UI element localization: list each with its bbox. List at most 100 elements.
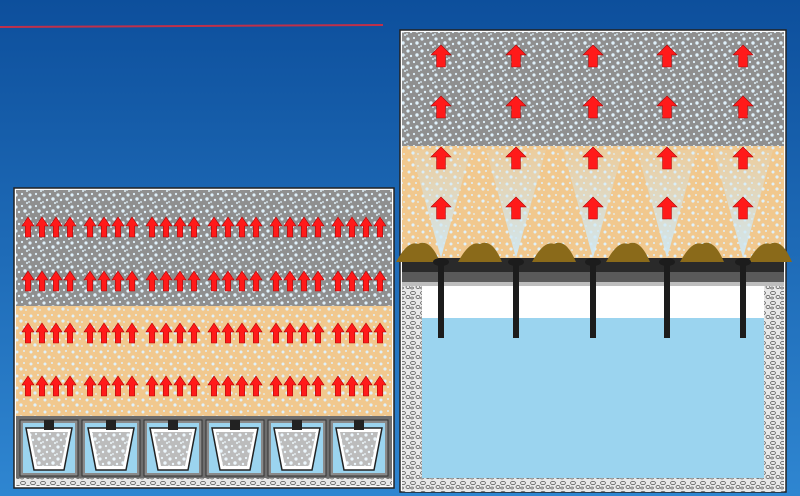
up-arrow-icon — [35, 322, 49, 344]
underdrain-funnel-fill — [154, 432, 192, 466]
top-rule-line — [0, 24, 384, 28]
nozzle-head — [735, 258, 751, 266]
up-arrow-icon — [331, 375, 345, 397]
up-arrow-icon — [111, 322, 125, 344]
up-arrow-icon — [63, 375, 77, 397]
up-arrow-icon — [187, 322, 201, 344]
up-arrow-icon — [311, 322, 325, 344]
up-arrow-icon — [111, 270, 125, 292]
up-arrow-icon — [125, 322, 139, 344]
up-arrow-icon — [125, 375, 139, 397]
up-arrow-icon — [145, 216, 159, 238]
up-arrow-icon — [97, 322, 111, 344]
right-floor — [402, 478, 784, 492]
underdrain-funnel-fill — [92, 432, 130, 466]
right-water-chamber — [422, 318, 764, 478]
left-sand-layer — [16, 306, 392, 416]
up-arrow-icon — [505, 196, 527, 220]
nozzle-stem — [740, 262, 746, 338]
up-arrow-icon — [221, 216, 235, 238]
up-arrow-icon — [345, 322, 359, 344]
up-arrow-icon — [373, 270, 387, 292]
up-arrow-icon — [49, 270, 63, 292]
up-arrow-icon — [311, 270, 325, 292]
nozzle-head — [433, 258, 449, 266]
right-arrow-group — [430, 44, 754, 220]
up-arrow-icon — [359, 270, 373, 292]
up-arrow-icon — [249, 270, 263, 292]
nozzle-head — [659, 258, 675, 266]
up-arrow-icon — [145, 270, 159, 292]
up-arrow-icon — [249, 216, 263, 238]
nozzle-head — [585, 258, 601, 266]
left-base-gravel — [16, 478, 392, 486]
up-arrow-icon — [656, 95, 678, 119]
underdrain-collar — [106, 420, 116, 430]
up-arrow-icon — [83, 322, 97, 344]
gravel-mound — [606, 242, 650, 262]
nozzle-stem — [438, 262, 444, 338]
up-arrow-icon — [207, 322, 221, 344]
up-arrow-icon — [505, 44, 527, 68]
up-arrow-icon — [49, 322, 63, 344]
up-arrow-icon — [221, 270, 235, 292]
right-filter-panel — [396, 29, 792, 493]
up-arrow-icon — [582, 196, 604, 220]
up-arrow-icon — [63, 270, 77, 292]
up-arrow-icon — [249, 322, 263, 344]
up-arrow-icon — [35, 270, 49, 292]
up-arrow-icon — [207, 375, 221, 397]
up-arrow-icon — [83, 375, 97, 397]
up-arrow-icon — [297, 216, 311, 238]
underdrain-funnel-fill — [30, 432, 68, 466]
up-arrow-icon — [732, 146, 754, 170]
up-arrow-icon — [430, 146, 452, 170]
nozzle-stem — [664, 262, 670, 338]
up-arrow-icon — [221, 322, 235, 344]
up-arrow-icon — [145, 375, 159, 397]
up-arrow-icon — [297, 322, 311, 344]
up-arrow-icon — [297, 270, 311, 292]
left-underdrain — [16, 416, 392, 478]
up-arrow-icon — [505, 146, 527, 170]
gravel-mound — [532, 242, 576, 262]
up-arrow-icon — [269, 270, 283, 292]
up-arrow-icon — [331, 216, 345, 238]
up-arrow-icon — [21, 375, 35, 397]
up-arrow-icon — [221, 375, 235, 397]
up-arrow-icon — [283, 322, 297, 344]
up-arrow-icon — [430, 95, 452, 119]
up-arrow-icon — [235, 216, 249, 238]
underdrain-collar — [292, 420, 302, 430]
left-filter-panel — [13, 187, 395, 489]
up-arrow-icon — [97, 216, 111, 238]
up-arrow-icon — [732, 44, 754, 68]
up-arrow-icon — [582, 44, 604, 68]
right-wall-right — [764, 286, 784, 492]
underdrain-collar — [230, 420, 240, 430]
up-arrow-icon — [235, 375, 249, 397]
left-media-layer — [16, 190, 392, 306]
underdrain-base — [16, 416, 392, 478]
up-arrow-icon — [359, 322, 373, 344]
up-arrow-icon — [297, 375, 311, 397]
up-arrow-icon — [97, 270, 111, 292]
up-arrow-icon — [49, 375, 63, 397]
gravel-mound — [396, 242, 440, 262]
up-arrow-icon — [430, 44, 452, 68]
up-arrow-icon — [283, 375, 297, 397]
up-arrow-icon — [359, 375, 373, 397]
up-arrow-icon — [63, 216, 77, 238]
up-arrow-icon — [159, 270, 173, 292]
underdrain-collar — [44, 420, 54, 430]
underdrain-funnel-fill — [216, 432, 254, 466]
up-arrow-icon — [97, 375, 111, 397]
underdrain-funnel-fill — [278, 432, 316, 466]
up-arrow-icon — [187, 375, 201, 397]
up-arrow-icon — [656, 146, 678, 170]
up-arrow-icon — [249, 375, 263, 397]
up-arrow-icon — [49, 216, 63, 238]
up-arrow-icon — [187, 216, 201, 238]
